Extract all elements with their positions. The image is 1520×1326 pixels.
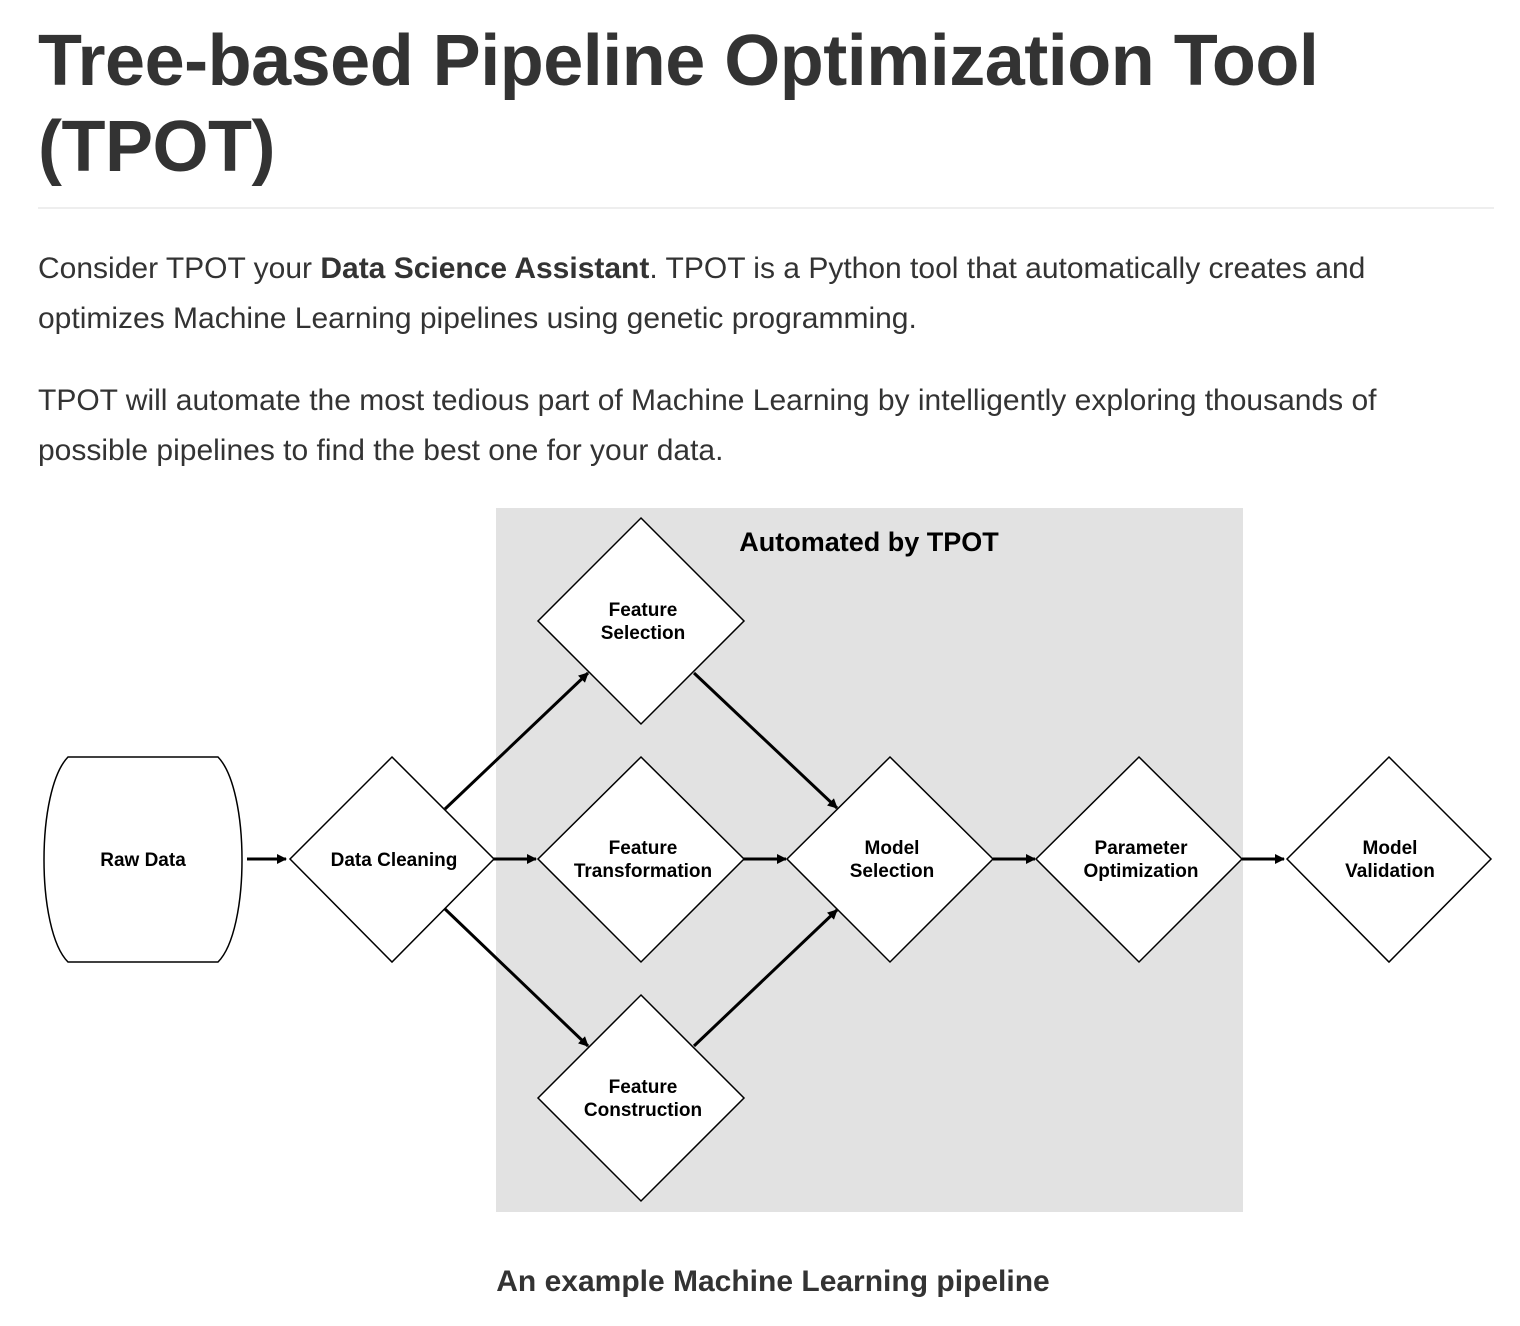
arrow-cleaning-to-construction [443,907,590,1048]
page-title-line-2: (TPOT) [38,107,275,187]
feature-construction-diamond [536,993,746,1203]
intro-text-end: . TPOT is a Python tool that automatical… [38,252,1366,335]
node-feature-transformation-label-2: Transformation [574,861,712,882]
intro-highlight: Data Science Assistant [320,252,650,285]
arrow-selection-to-model [692,671,839,810]
pipeline-arrows [247,671,1285,1048]
node-parameter-optimization-label-2: Optimization [1083,861,1198,882]
parameter-optimization-diamond [1034,755,1244,964]
node-data-cleaning: Data Cleaning [288,755,496,964]
node-parameter-optimization: Parameter Optimization [1034,755,1244,964]
automated-region-label: Automated by TPOT [739,527,999,557]
raw-data-shape [43,756,243,963]
node-model-selection-label-1: Model [865,838,920,859]
diagram-caption: An example Machine Learning pipeline [496,1265,1050,1298]
node-raw-data-label-1: Raw Data [100,850,186,871]
description-paragraph: TPOT will automate the most tedious part… [38,384,1377,467]
node-feature-selection-label-1: Feature [609,600,678,621]
model-selection-diamond [785,755,995,964]
node-raw-data: Raw Data [43,756,243,963]
node-feature-construction-label-1: Feature [609,1077,678,1098]
node-feature-transformation-label-1: Feature [609,838,678,859]
node-feature-construction: Feature Construction [536,993,746,1203]
intro-paragraph: Consider TPOT your Data Science Assistan… [38,244,1494,344]
model-validation-diamond [1285,755,1493,964]
node-data-cleaning-label-1: Data Cleaning [331,850,458,871]
node-parameter-optimization-label-1: Parameter [1095,838,1189,859]
feature-selection-diamond [536,516,746,726]
node-model-validation-label-1: Model [1363,838,1418,859]
node-feature-transformation: Feature Transformation [536,755,746,964]
arrow-cleaning-to-selection [443,671,590,811]
node-feature-selection: Feature Selection [536,516,746,726]
node-model-selection-label-2: Selection [850,861,934,882]
node-model-validation-label-2: Validation [1345,861,1435,882]
page-title: Tree-based Pipeline Optimization Tool (T… [38,0,1494,190]
intro-text-start: Consider TPOT your [38,252,321,285]
page-content: Tree-based Pipeline Optimization Tool (T… [38,0,1494,467]
data-cleaning-diamond [288,755,496,964]
arrow-construction-to-model [692,908,839,1048]
node-feature-selection-label-2: Selection [601,623,685,644]
node-feature-construction-label-2: Construction [584,1100,702,1121]
node-model-selection: Model Selection [785,755,995,964]
title-divider [38,207,1494,209]
page-title-line-1: Tree-based Pipeline Optimization Tool [38,21,1319,101]
node-model-validation: Model Validation [1285,755,1493,964]
feature-transformation-diamond [536,755,746,964]
